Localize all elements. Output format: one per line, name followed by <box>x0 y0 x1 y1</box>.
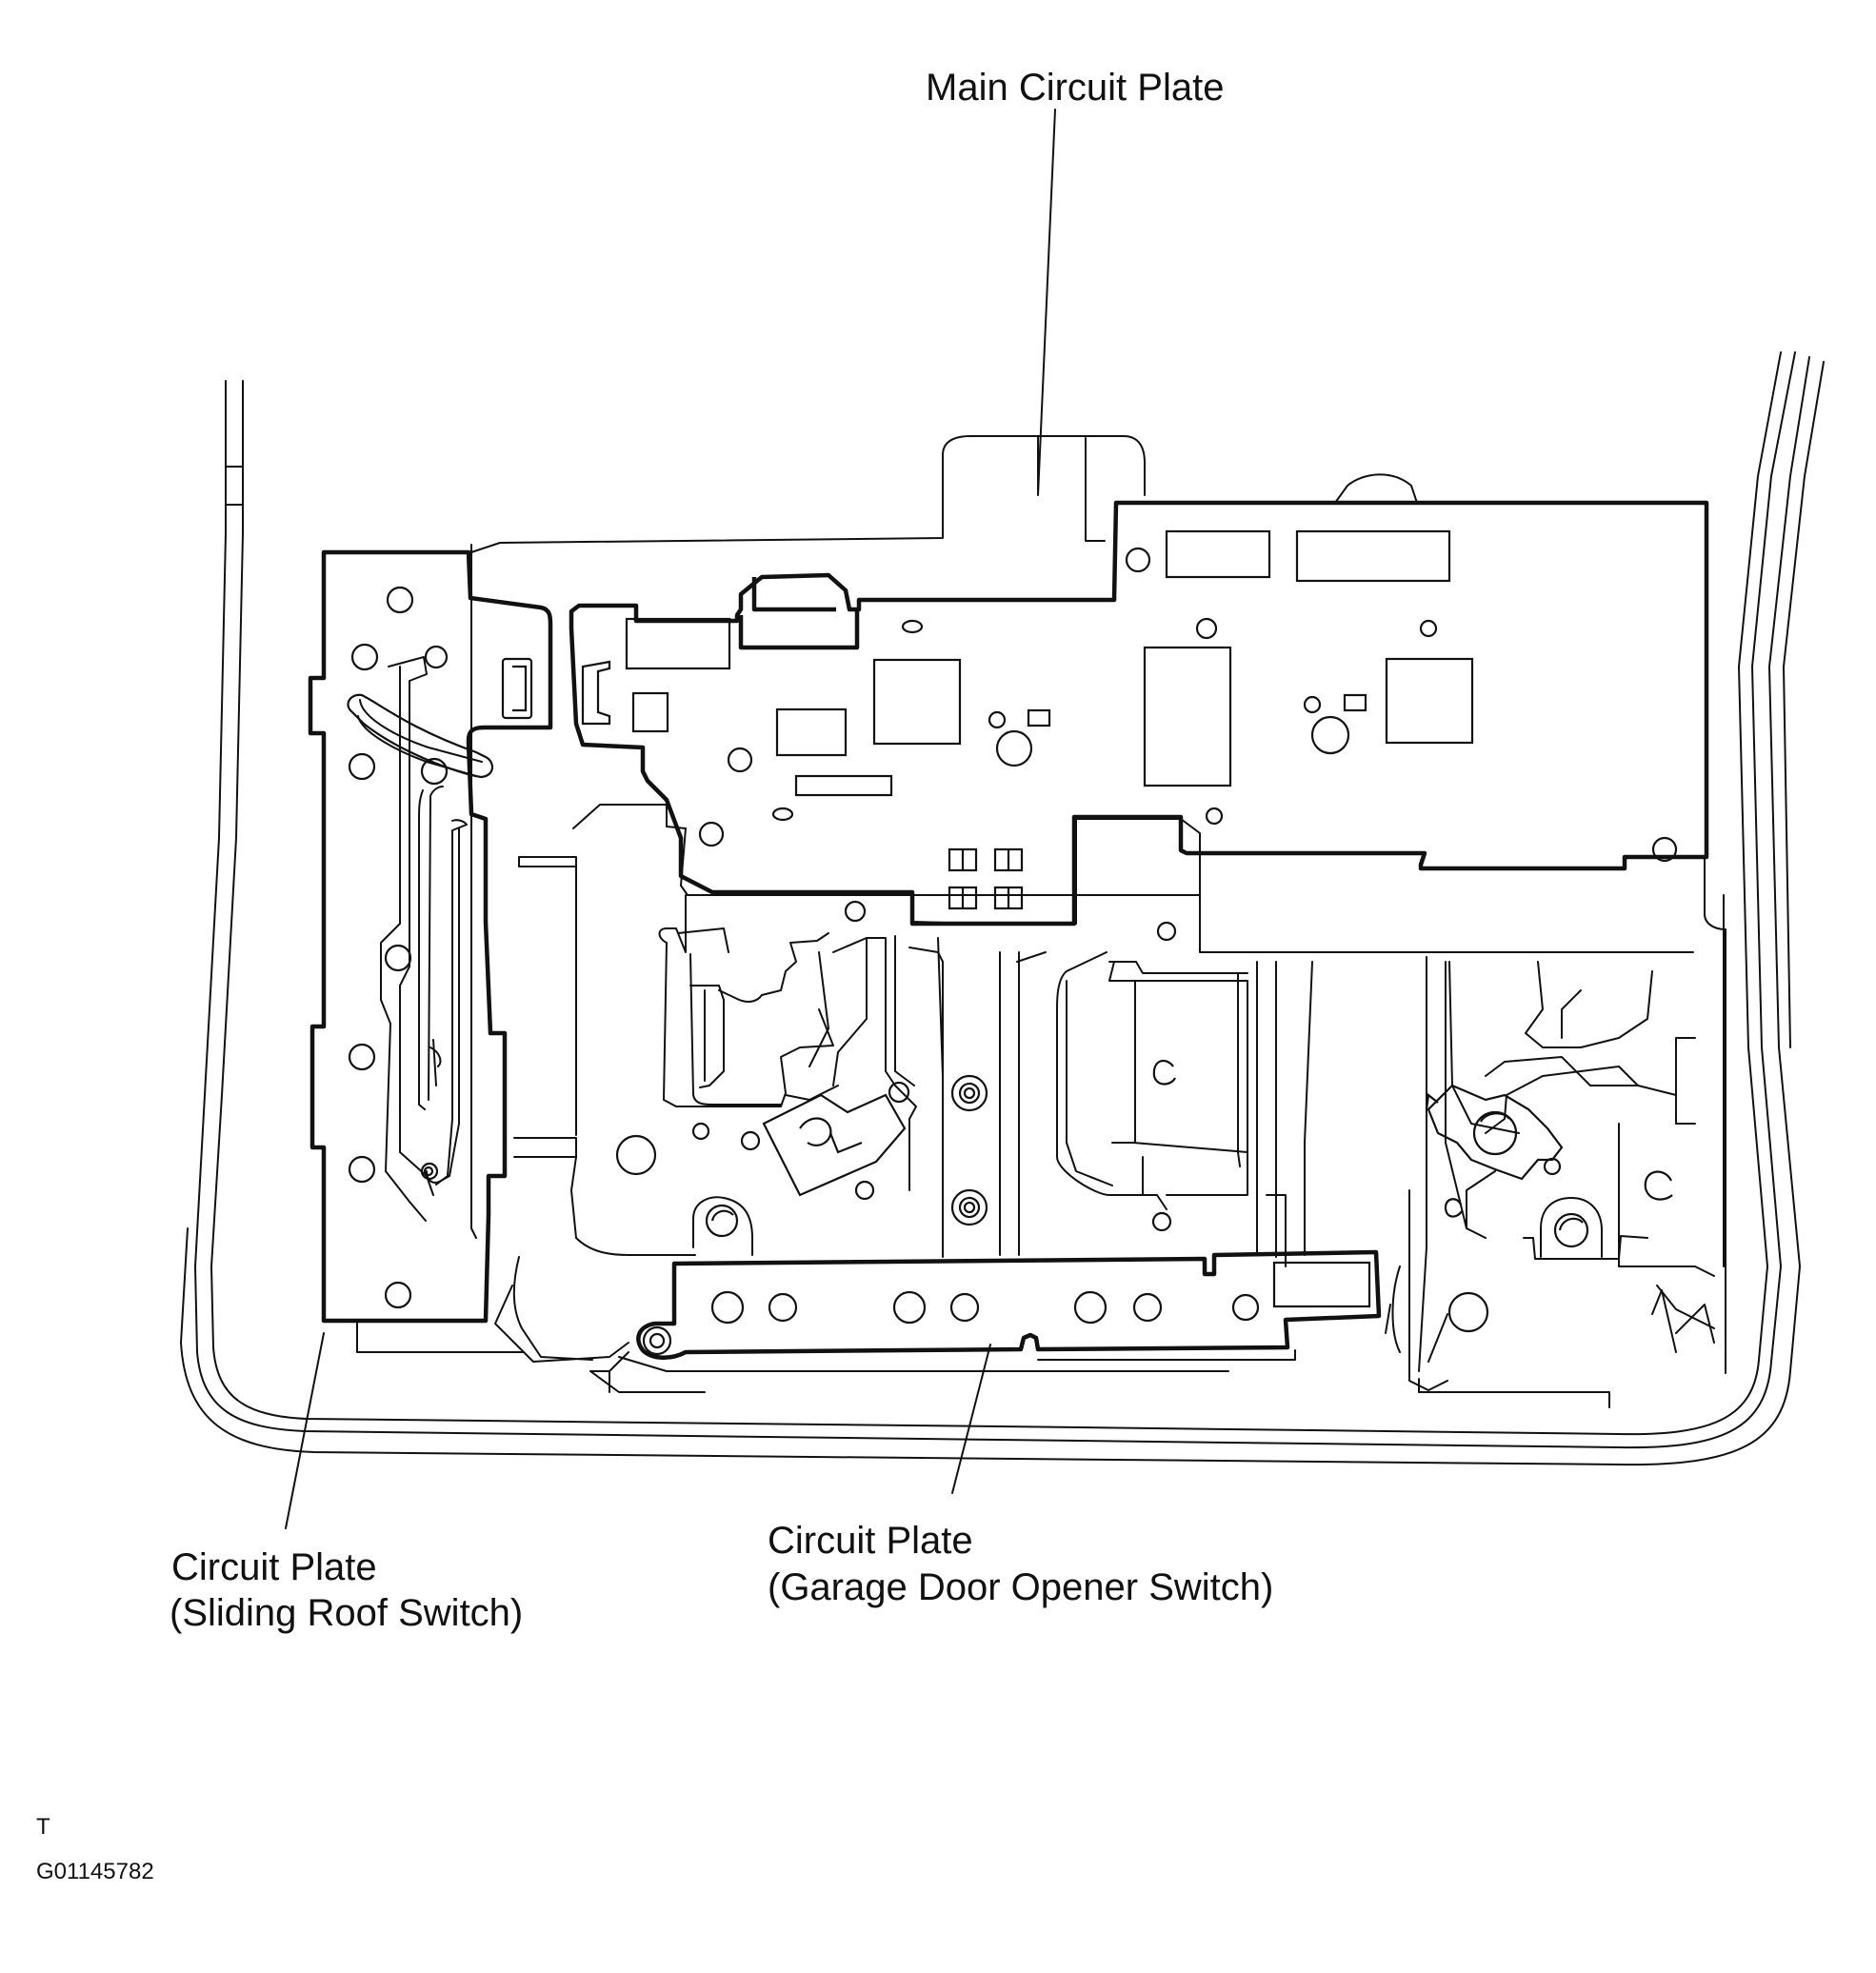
housing-outline <box>180 351 1825 1466</box>
base-plate <box>470 435 1726 1374</box>
internal-frame <box>658 894 1715 1408</box>
leader-sliding-roof <box>285 1332 325 1529</box>
label-main-circuit-plate: Main Circuit Plate <box>926 67 1225 109</box>
mounting-bosses <box>615 1059 1673 1333</box>
garage-door-opener-switch-plate <box>494 1249 1382 1393</box>
main-plate-components <box>625 529 1678 942</box>
leader-main-circuit-plate <box>1037 109 1056 496</box>
label-sliding-roof-switch-subtitle: (Sliding Roof Switch) <box>170 1592 524 1634</box>
main-circuit-plate <box>569 500 1709 927</box>
figure-code: G01145782 <box>36 1859 154 1884</box>
leader-lines <box>285 109 1056 1529</box>
view-letter: T <box>36 1814 50 1840</box>
label-garage-door-opener-subtitle: (Garage Door Opener Switch) <box>768 1566 1274 1608</box>
sliding-roof-switch-plate <box>308 549 611 1353</box>
center-latch <box>762 1093 907 1197</box>
label-garage-door-opener-title: Circuit Plate <box>768 1520 973 1562</box>
leader-garage-door <box>951 1344 991 1494</box>
label-sliding-roof-switch-title: Circuit Plate <box>171 1546 377 1588</box>
right-clip-assembly <box>1425 1084 1564 1181</box>
